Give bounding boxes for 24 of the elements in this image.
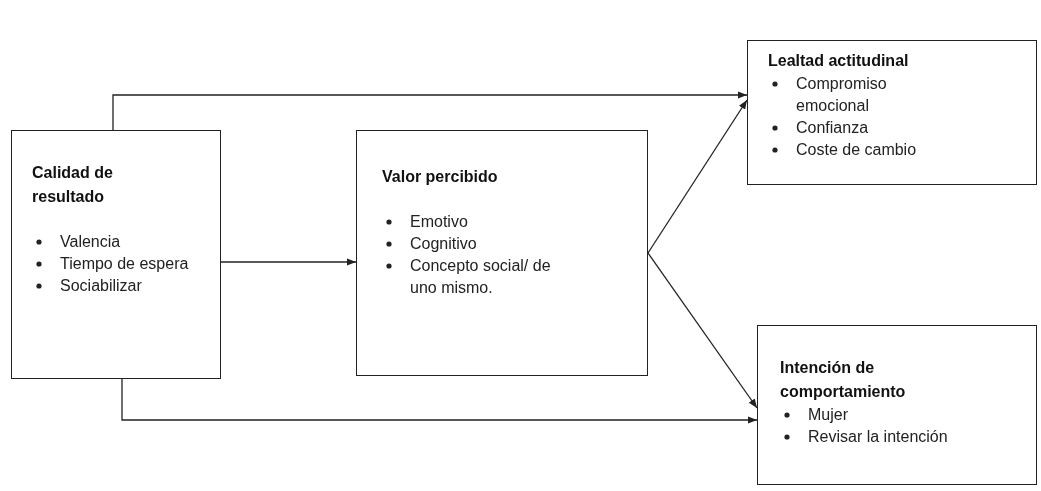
- bullet-item: Sociabilizar: [60, 276, 143, 296]
- bullet-item: Tiempo de espera: [60, 254, 190, 274]
- bullet-item: Cognitivo: [410, 234, 478, 254]
- bullet-item: Mujer: [808, 405, 849, 425]
- bullet-item: Revisar la intención: [808, 427, 949, 447]
- bullet-item: Coste de cambio: [796, 140, 918, 160]
- arrow: [121, 378, 758, 424]
- box-heading: Intención de comportamiento: [780, 358, 907, 402]
- bullet-item: Compromiso emocional: [796, 74, 888, 116]
- arrow: [220, 258, 357, 266]
- bullet-item: Valencia: [60, 232, 122, 252]
- arrow: [112, 91, 748, 131]
- arrow: [647, 99, 748, 254]
- box-heading: Calidad de resultado: [32, 163, 114, 207]
- concept-box: [747, 40, 1037, 185]
- concept-box: [356, 130, 648, 376]
- arrow: [647, 252, 758, 409]
- concept-box: [757, 325, 1037, 485]
- concept-box: [11, 130, 221, 379]
- box-heading: Valor percibido: [382, 167, 499, 187]
- bullet-item: Concepto social/ de uno mismo.: [410, 256, 552, 298]
- bullet-item: Confianza: [796, 118, 870, 138]
- bullet-item: Emotivo: [410, 212, 469, 232]
- box-heading: Lealtad actitudinal: [768, 51, 910, 71]
